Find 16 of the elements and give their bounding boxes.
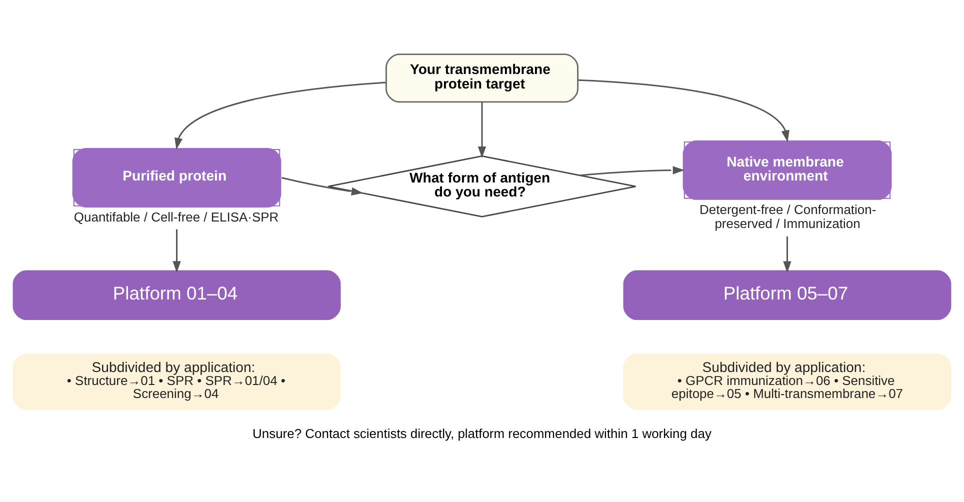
arrow [172, 229, 181, 273]
node-diamond: What form of antigen do you need? [328, 155, 636, 218]
arrow [282, 176, 364, 196]
arrow [174, 82, 386, 150]
node-label: Quantifable / Cell-free / ELISA·SPR [74, 210, 279, 225]
node-box: Your transmembrane protein target [386, 54, 578, 103]
arrow [580, 166, 685, 176]
node-box: Subdivided by application: • Structure→01 • SPR • SPR→01/04 • Screening→04 [12, 354, 341, 410]
node-box: Subdivided by application: • GPCR immunization→06 • Sensitive epitope→05 • Multi-transmembrane→07 [623, 354, 952, 410]
arrow [578, 79, 790, 142]
node-box: Platform 05–07 [623, 270, 952, 320]
arrow [783, 236, 792, 273]
node-label: Detergent-free / Conformation-preserved / Immunization [700, 202, 876, 232]
caption: Unsure? Contact scientists directly, platform recommended within 1 working day [252, 426, 712, 442]
arrow [478, 102, 486, 158]
node-box: Platform 01–04 [12, 270, 341, 320]
